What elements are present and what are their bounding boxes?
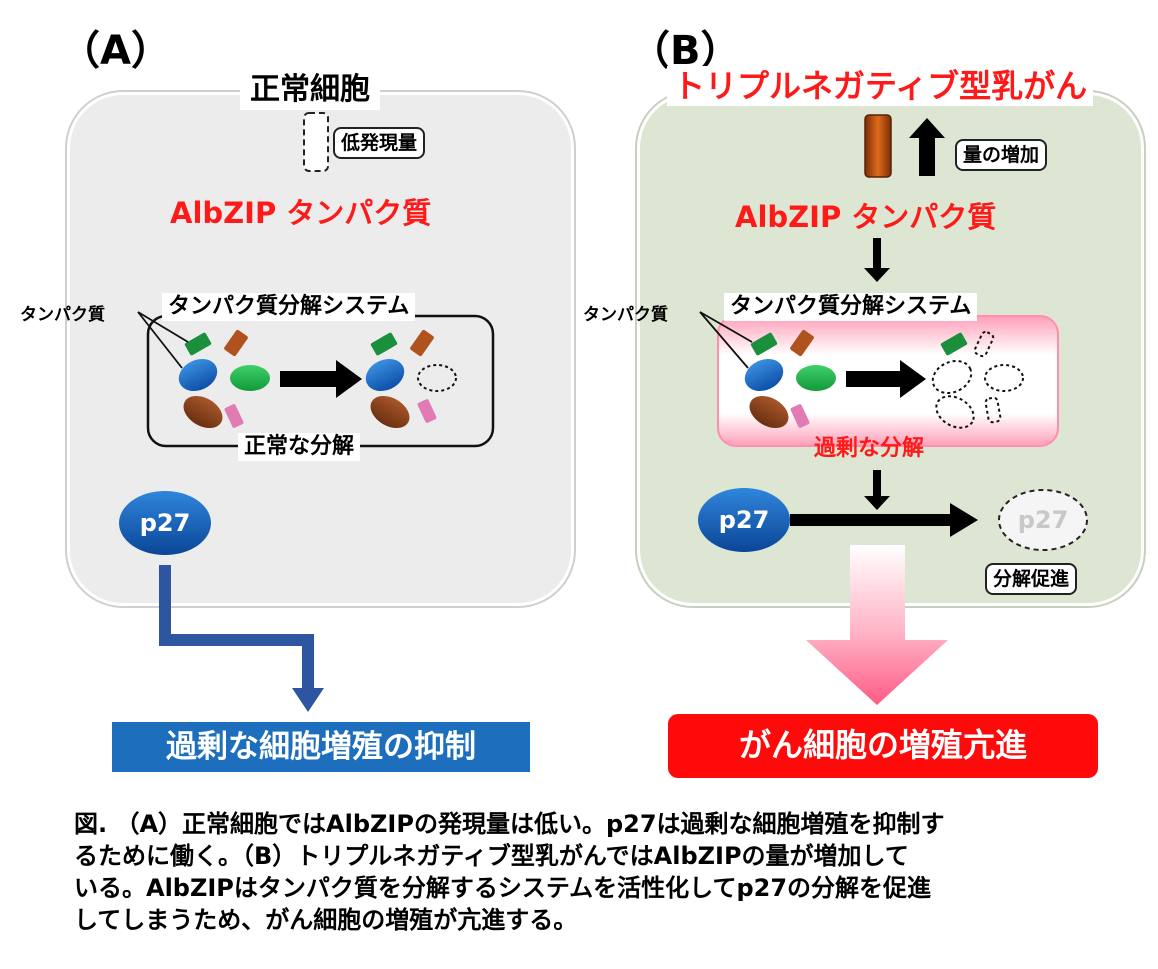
- degradation-arrow-b: [846, 360, 926, 398]
- suppression-arrow: [159, 565, 314, 690]
- panel-a-letter: （A）: [60, 28, 171, 74]
- protein-label-b: タンパク質: [583, 305, 668, 325]
- protein-group-a-right: [365, 329, 457, 429]
- tnbc-cell-title: トリプルネガティブ型乳がん: [667, 66, 1094, 106]
- p27-protein-a: [119, 491, 211, 555]
- protein-group-b-left: [744, 329, 836, 429]
- p27-degraded-label: p27: [1017, 506, 1069, 534]
- p27-label-a: p27: [139, 509, 191, 537]
- increase-arrow: [909, 118, 945, 176]
- protein-group-a-left: [178, 329, 270, 429]
- increase-label: 量の増加: [955, 139, 1048, 171]
- protein-label-a: タンパク質: [20, 305, 105, 325]
- albzip-protein-title-b: AlbZIP タンパク質: [735, 200, 997, 234]
- degradation-promoted-label: 分解促進: [985, 563, 1078, 595]
- p27-label-b: p27: [718, 506, 770, 534]
- caption-line-2: るために働く。（B）トリプルネガティブ型乳がんではAlbZIPの量が増加して: [74, 842, 909, 870]
- proliferation-outcome-label: がん細胞の増殖亢進: [738, 726, 1027, 764]
- degradation-system-label-b: タンパク質分解システム: [724, 293, 978, 321]
- low-expression-label: 低発現量: [333, 127, 426, 159]
- normal-degradation-label: 正常な分解: [238, 433, 361, 461]
- suppression-outcome-label: 過剰な細胞増殖の抑制: [166, 729, 476, 765]
- excess-degradation-label: 過剰な分解: [814, 436, 925, 461]
- degradation-system-label-a: タンパク質分解システム: [162, 293, 416, 321]
- p27-degradation-arrow: [790, 503, 978, 537]
- p27-degraded: [998, 489, 1088, 551]
- albzip-bar: [864, 114, 892, 178]
- suppression-outcome-box: [112, 722, 530, 772]
- figure-caption: 図. （A）正常細胞ではAlbZIPの発現量は低い。p27は過剰な細胞増殖を抑制…: [74, 808, 1144, 936]
- normal-cell-title: 正常細胞: [240, 70, 380, 110]
- caption-line-1: 図. （A）正常細胞ではAlbZIPの発現量は低い。p27は過剰な細胞増殖を抑制…: [74, 810, 945, 838]
- activation-arrow: [864, 238, 890, 282]
- albzip-protein-title-a: AlbZIP タンパク質: [170, 196, 432, 230]
- proliferation-arrow: [806, 545, 948, 705]
- protein-group-b-right: [931, 330, 1024, 429]
- degradation-arrow-a: [280, 360, 362, 398]
- low-expression-marker: [303, 112, 329, 172]
- caption-line-3: いる。AlbZIPはタンパク質を分解するシステムを活性化してp27の分解を促進: [74, 874, 932, 902]
- proliferation-outcome-box: [668, 714, 1098, 778]
- caption-line-4: してしまうため、がん細胞の増殖が亢進する。: [74, 906, 578, 934]
- p27-protein-b: [698, 488, 790, 552]
